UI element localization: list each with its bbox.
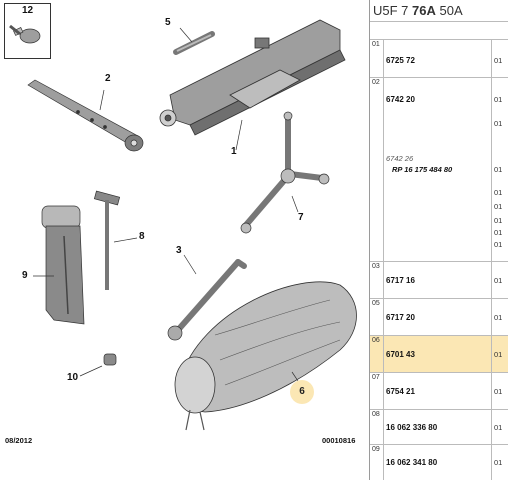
alt-part-number: 6742 26 xyxy=(386,154,414,163)
header-code: 76A xyxy=(412,3,436,18)
callout-1[interactable]: 1 xyxy=(231,146,237,157)
callout-3[interactable]: 3 xyxy=(176,245,182,256)
ratchet-drawing xyxy=(27,79,144,152)
part-number: 16 062 336 80 xyxy=(386,423,438,432)
wheel-wrench-drawing xyxy=(167,254,247,341)
callout-6-highlight[interactable]: 6 xyxy=(290,380,314,404)
part-row-07[interactable]: 07 6754 21 01 xyxy=(370,373,508,410)
quantity: 01 xyxy=(494,216,503,225)
callout-9[interactable]: 9 xyxy=(22,270,28,281)
part-row-03[interactable]: 03 6717 16 01 xyxy=(370,262,508,299)
row-index: 02 xyxy=(372,79,380,86)
callout-12: 12 xyxy=(21,5,34,16)
bolt-drawing xyxy=(9,24,41,44)
replacement-part-number: RP 16 175 484 80 xyxy=(392,165,453,174)
date-label: 08/2012 xyxy=(5,436,33,445)
quantity: 01 xyxy=(494,423,503,432)
row-index: 07 xyxy=(372,374,380,381)
row-index: 06 xyxy=(372,337,380,344)
quantity: 01 xyxy=(494,165,503,174)
parts-illustration xyxy=(9,19,357,431)
tool-pouch-drawing xyxy=(33,205,85,325)
part-row-02[interactable]: 02 6742 20 6742 26 RP 16 175 484 80 01 0… xyxy=(370,78,508,262)
quantity: 01 xyxy=(494,313,503,322)
jack-drawing xyxy=(159,19,346,136)
quantity: 01 xyxy=(494,276,503,285)
row-index: 01 xyxy=(372,41,380,48)
quantity: 01 xyxy=(494,350,503,359)
callout-10[interactable]: 10 xyxy=(67,372,79,383)
callout-5[interactable]: 5 xyxy=(165,17,171,28)
quantity: 01 xyxy=(494,202,503,211)
part-number: 6717 20 xyxy=(386,313,415,322)
part-number: 6754 21 xyxy=(386,387,415,396)
part-row-09[interactable]: 09 16 062 341 80 01 xyxy=(370,445,508,480)
extension-bar-drawing xyxy=(93,190,138,290)
part-number: 6701 43 xyxy=(386,350,415,359)
quantity: 01 xyxy=(494,228,503,237)
header-suffix: 50A xyxy=(435,3,463,18)
row-index: 03 xyxy=(372,263,380,270)
row-index: 08 xyxy=(372,411,380,418)
header-prefix: U5F 7 xyxy=(373,3,413,18)
pin-drawing xyxy=(173,27,215,55)
callout-2[interactable]: 2 xyxy=(105,73,111,84)
part-row-05[interactable]: 05 6717 20 01 xyxy=(370,299,508,336)
row-index: 05 xyxy=(372,300,380,307)
nut-drawing xyxy=(79,353,117,377)
tool-bag-drawing xyxy=(174,281,357,431)
part-number: 6725 72 xyxy=(386,56,415,65)
part-row-06[interactable]: 06 6701 43 01 xyxy=(370,336,508,373)
quantity: 01 xyxy=(494,188,503,197)
callout-7[interactable]: 7 xyxy=(298,212,304,223)
column-header-bar xyxy=(370,22,508,40)
part-number: 16 062 341 80 xyxy=(386,458,438,467)
part-row-01[interactable]: 01 6725 72 01 xyxy=(370,40,508,78)
part-row-08[interactable]: 08 16 062 336 80 01 xyxy=(370,410,508,445)
callout-8[interactable]: 8 xyxy=(139,231,145,242)
diagram-reference: 00010816 xyxy=(322,436,356,445)
quantity: 01 xyxy=(494,387,503,396)
part-number: 6717 16 xyxy=(386,276,415,285)
part-number: 6742 20 xyxy=(386,95,415,104)
quantity: 01 xyxy=(494,95,503,104)
group-code-header: U5F 7 76A 50A xyxy=(370,0,508,22)
quantity: 01 xyxy=(494,458,503,467)
wheel-brace-drawing xyxy=(240,111,330,234)
quantity: 01 xyxy=(494,240,503,249)
callout-12-box[interactable]: 12 xyxy=(4,3,51,59)
quantity: 01 xyxy=(494,119,503,128)
exploded-diagram: 12 5 2 1 7 8 9 3 10 6 08/2012 00010816 xyxy=(4,0,370,480)
quantity: 01 xyxy=(494,56,503,65)
parts-list: U5F 7 76A 50A 01 6725 72 01 02 6742 20 6… xyxy=(370,0,508,480)
row-index: 09 xyxy=(372,446,380,453)
